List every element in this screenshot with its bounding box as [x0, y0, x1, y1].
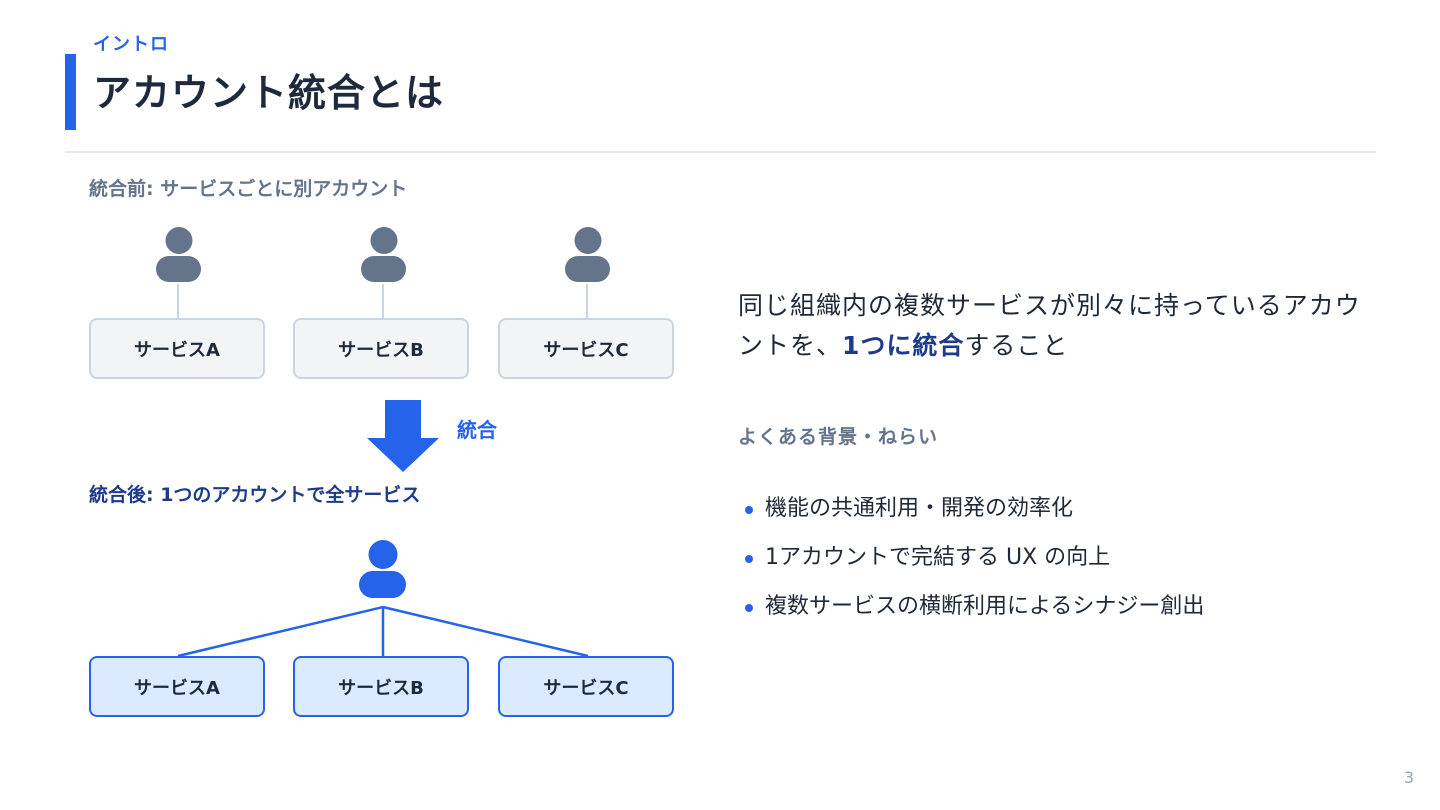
user-icon — [565, 227, 610, 282]
definition-text: 同じ組織内の複数サービスが別々に持っているアカウントを、1つに統合すること — [738, 286, 1378, 366]
definition-highlight: 1つに統合 — [842, 331, 965, 360]
user-icon — [361, 227, 406, 282]
connector-line — [382, 284, 384, 318]
service-box-after-c: サービスC — [498, 656, 674, 717]
page-number: 3 — [1403, 768, 1414, 787]
service-box-after-a: サービスA — [89, 656, 265, 717]
before-caption: 統合前: サービスごとに別アカウント — [89, 178, 408, 200]
background-list: 機能の共通利用・開発の効率化 1アカウントで完結する UX の向上 複数サービス… — [745, 490, 1204, 637]
background-heading: よくある背景・ねらい — [738, 426, 939, 448]
bullet-icon — [745, 506, 753, 514]
merge-label: 統合 — [457, 418, 497, 442]
service-box-before-b: サービスB — [293, 318, 469, 379]
list-item-text: 1アカウントで完結する UX の向上 — [765, 545, 1111, 570]
bullet-icon — [745, 604, 753, 612]
list-item-text: 機能の共通利用・開発の効率化 — [765, 496, 1074, 521]
section-eyebrow: イントロ — [93, 34, 169, 55]
bullet-icon — [745, 555, 753, 563]
user-icon — [156, 227, 201, 282]
connector-line — [586, 284, 588, 318]
service-box-before-a: サービスA — [89, 318, 265, 379]
definition-prefix: 同じ組織内の複数サービスが別々に持っているアカウントを、 — [738, 291, 1361, 360]
list-item-text: 複数サービスの横断利用によるシナジー創出 — [765, 594, 1205, 619]
slide-title: アカウント統合とは — [93, 71, 445, 115]
unified-user-icon — [359, 540, 406, 598]
connector-line — [177, 284, 179, 318]
list-item: 機能の共通利用・開発の効率化 — [745, 490, 1204, 539]
definition-suffix: すること — [964, 331, 1069, 360]
header-divider — [65, 151, 1376, 153]
service-box-after-b: サービスB — [293, 656, 469, 717]
service-box-before-c: サービスC — [498, 318, 674, 379]
merge-arrow-icon — [367, 400, 439, 472]
list-item: 1アカウントで完結する UX の向上 — [745, 539, 1204, 588]
list-item: 複数サービスの横断利用によるシナジー創出 — [745, 588, 1204, 637]
title-accent-bar — [65, 54, 76, 130]
after-caption: 統合後: 1つのアカウントで全サービス — [89, 484, 421, 506]
